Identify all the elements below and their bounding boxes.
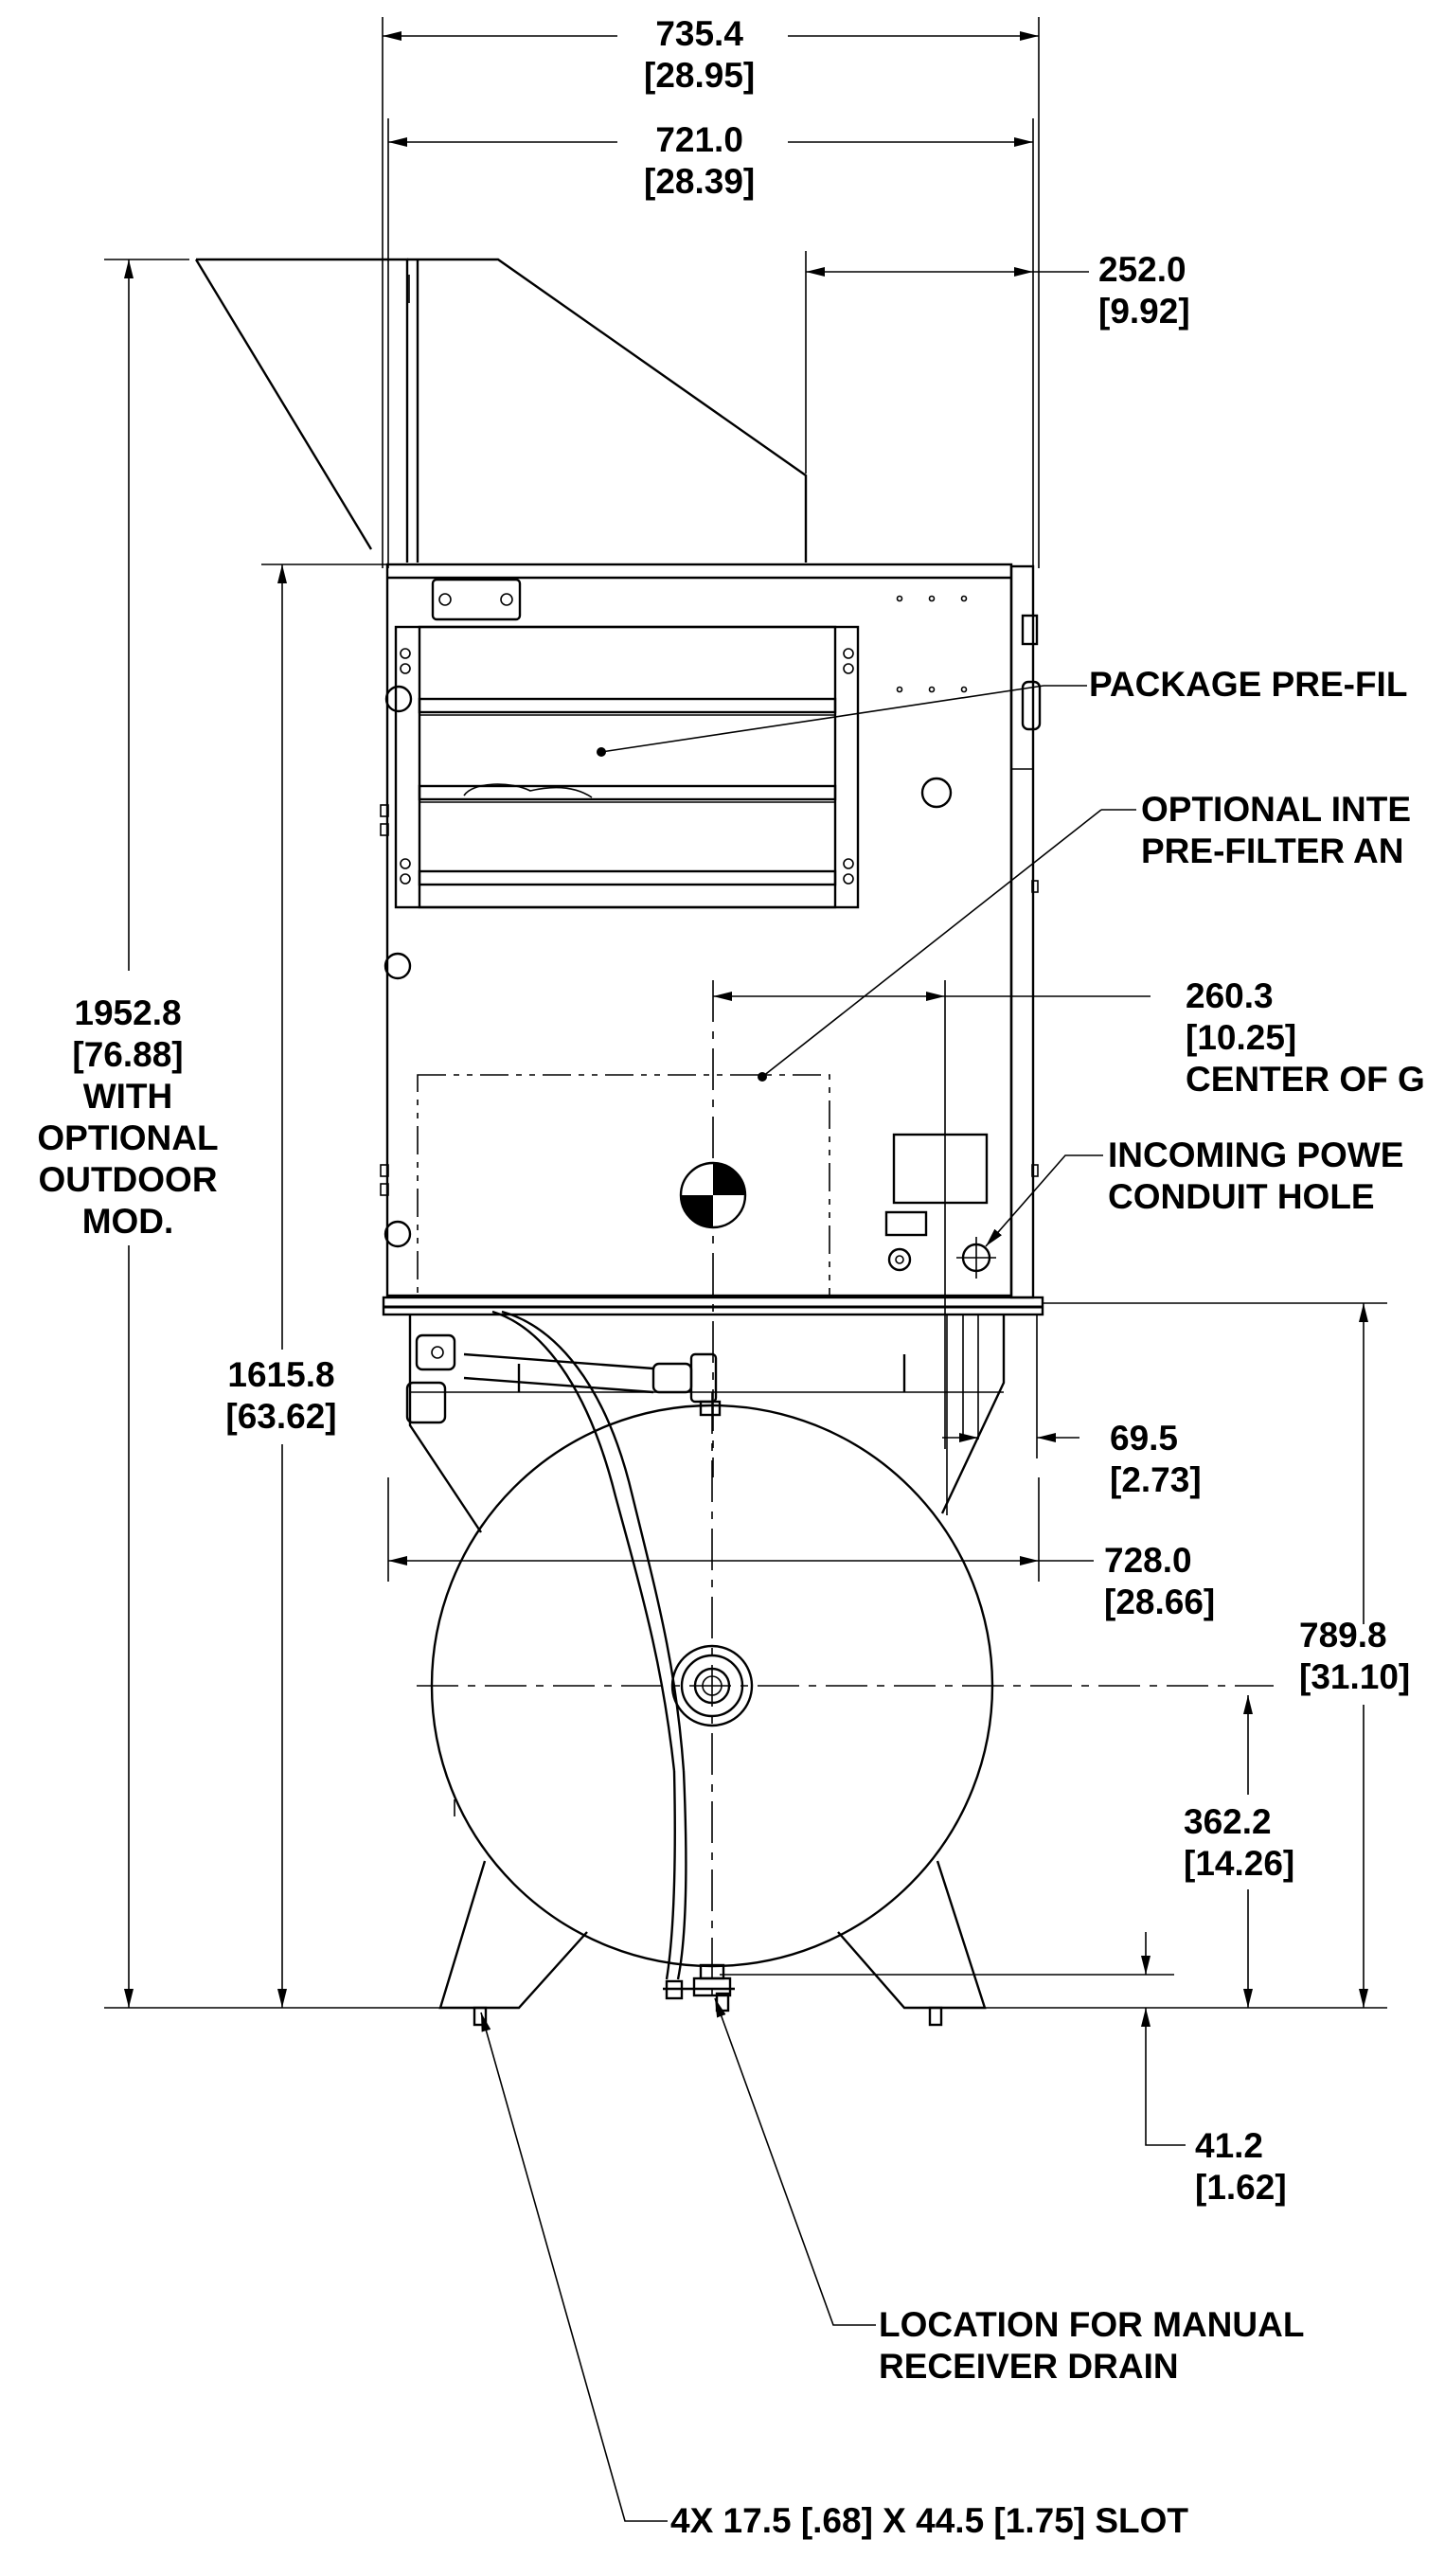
- overall-height-mm: 1952.8: [74, 993, 182, 1032]
- callout-slot: 4X 17.5 [.68] X 44.5 [1.75] SLOT: [670, 2500, 1188, 2542]
- dim-overall-width: [382, 17, 1040, 568]
- receiver-tank: [417, 1310, 1274, 2012]
- dim-cabinet-height: [261, 564, 387, 2008]
- label-center-of-gravity: 260.3 [10.25] CENTER OF G: [1186, 975, 1425, 1100]
- cabinet-width-in: [28.39]: [644, 162, 756, 201]
- hood-width-mm: 252.0: [1098, 250, 1186, 289]
- dim-right-offset: [942, 1315, 1079, 1458]
- callout-manual-drain: LOCATION FOR MANUAL RECEIVER DRAIN: [879, 2304, 1304, 2388]
- leader-slot: [480, 2012, 668, 2522]
- tank-center-mm: 362.2: [1184, 1802, 1272, 1841]
- manual-drain-line2: RECEIVER DRAIN: [879, 2347, 1179, 2386]
- overall-height-note1: WITH: [82, 1077, 173, 1116]
- leader-manual-drain: [714, 1997, 876, 2326]
- prefilter-package: [394, 625, 860, 909]
- dim-drain-height: [720, 1932, 1186, 2146]
- tank-legs: [438, 1799, 987, 2027]
- overall-width-in: [28.95]: [644, 56, 756, 95]
- package-prefilter-text: PACKAGE PRE-FIL: [1089, 665, 1408, 704]
- tank-center-in: [14.26]: [1184, 1844, 1295, 1883]
- cabinet-height-in: [63.62]: [225, 1397, 337, 1436]
- right-offset-in: [2.73]: [1110, 1460, 1202, 1499]
- center-of-gravity-symbol: [679, 980, 747, 1477]
- overall-height-note2: OPTIONAL: [37, 1118, 219, 1157]
- drain-height-mm: 41.2: [1195, 2126, 1264, 2165]
- optional-internal-line1: OPTIONAL INTE: [1141, 790, 1412, 829]
- label-overall-width: 735.4 [28.95]: [644, 13, 755, 97]
- incoming-power-line1: INCOMING POWE: [1108, 1136, 1404, 1174]
- overall-height-note4: MOD.: [81, 1202, 174, 1241]
- leader-optional-internal: [761, 809, 1136, 1078]
- callout-incoming-power: INCOMING POWE CONDUIT HOLE: [1108, 1135, 1403, 1218]
- cabinet-width-mm: 721.0: [655, 120, 743, 159]
- overall-height-in: [76.88]: [72, 1035, 184, 1074]
- base-height-in: [31.10]: [1299, 1657, 1411, 1696]
- label-drain-height: 41.2 [1.62]: [1195, 2125, 1287, 2209]
- label-base-width: 728.0 [28.66]: [1104, 1540, 1215, 1623]
- label-right-offset: 69.5 [2.73]: [1110, 1418, 1202, 1501]
- overall-width-mm: 735.4: [655, 14, 743, 53]
- cabinet: [380, 563, 1042, 1299]
- overall-height-note3: OUTDOOR: [38, 1160, 218, 1199]
- label-base-height: 789.8 [31.10]: [1299, 1615, 1410, 1698]
- label-tank-center-height: 362.2 [14.26]: [1184, 1801, 1294, 1885]
- optional-internal-line2: PRE-FILTER AN: [1141, 832, 1404, 870]
- manual-drain-line1: LOCATION FOR MANUAL: [879, 2305, 1305, 2344]
- base-width-in: [28.66]: [1104, 1583, 1216, 1621]
- cog-in: [10.25]: [1186, 1018, 1297, 1057]
- cabinet-height-mm: 1615.8: [227, 1355, 335, 1394]
- callout-optional-internal: OPTIONAL INTE PRE-FILTER AN: [1141, 789, 1411, 872]
- dim-center-of-gravity: [713, 980, 1151, 1449]
- dim-overall-height: [104, 259, 445, 2009]
- right-offset-mm: 69.5: [1110, 1419, 1179, 1458]
- leader-package-prefilter: [600, 685, 1087, 753]
- outdoor-hood: [194, 258, 808, 563]
- label-cabinet-width: 721.0 [28.39]: [644, 119, 755, 203]
- base-width-mm: 728.0: [1104, 1541, 1192, 1580]
- electrical-panel: [884, 1133, 996, 1279]
- dim-base-height: [985, 1302, 1387, 2009]
- dim-hood-width: [805, 251, 1089, 474]
- drain-height-in: [1.62]: [1195, 2168, 1287, 2207]
- base-height-mm: 789.8: [1299, 1616, 1387, 1655]
- label-cabinet-height: 1615.8 [63.62]: [210, 1354, 352, 1438]
- callout-package-prefilter: PACKAGE PRE-FIL: [1089, 664, 1407, 706]
- dim-base-width: [387, 1477, 1094, 1582]
- incoming-power-line2: CONDUIT HOLE: [1108, 1177, 1375, 1216]
- cog-note: CENTER OF G: [1186, 1060, 1425, 1099]
- slot-text: 4X 17.5 [.68] X 44.5 [1.75] SLOT: [670, 2501, 1189, 2540]
- base-frame: [382, 1296, 1044, 1533]
- leader-incoming-power: [985, 1154, 1103, 1247]
- optional-internal-prefilter: [417, 1072, 830, 1297]
- cog-mm: 260.3: [1186, 976, 1274, 1015]
- label-overall-height: 1952.8 [76.88] WITH OPTIONAL OUTDOOR MOD…: [21, 993, 235, 1243]
- dim-cabinet-width: [387, 118, 1034, 568]
- hood-width-in: [9.92]: [1098, 292, 1190, 331]
- label-hood-width: 252.0 [9.92]: [1098, 249, 1190, 332]
